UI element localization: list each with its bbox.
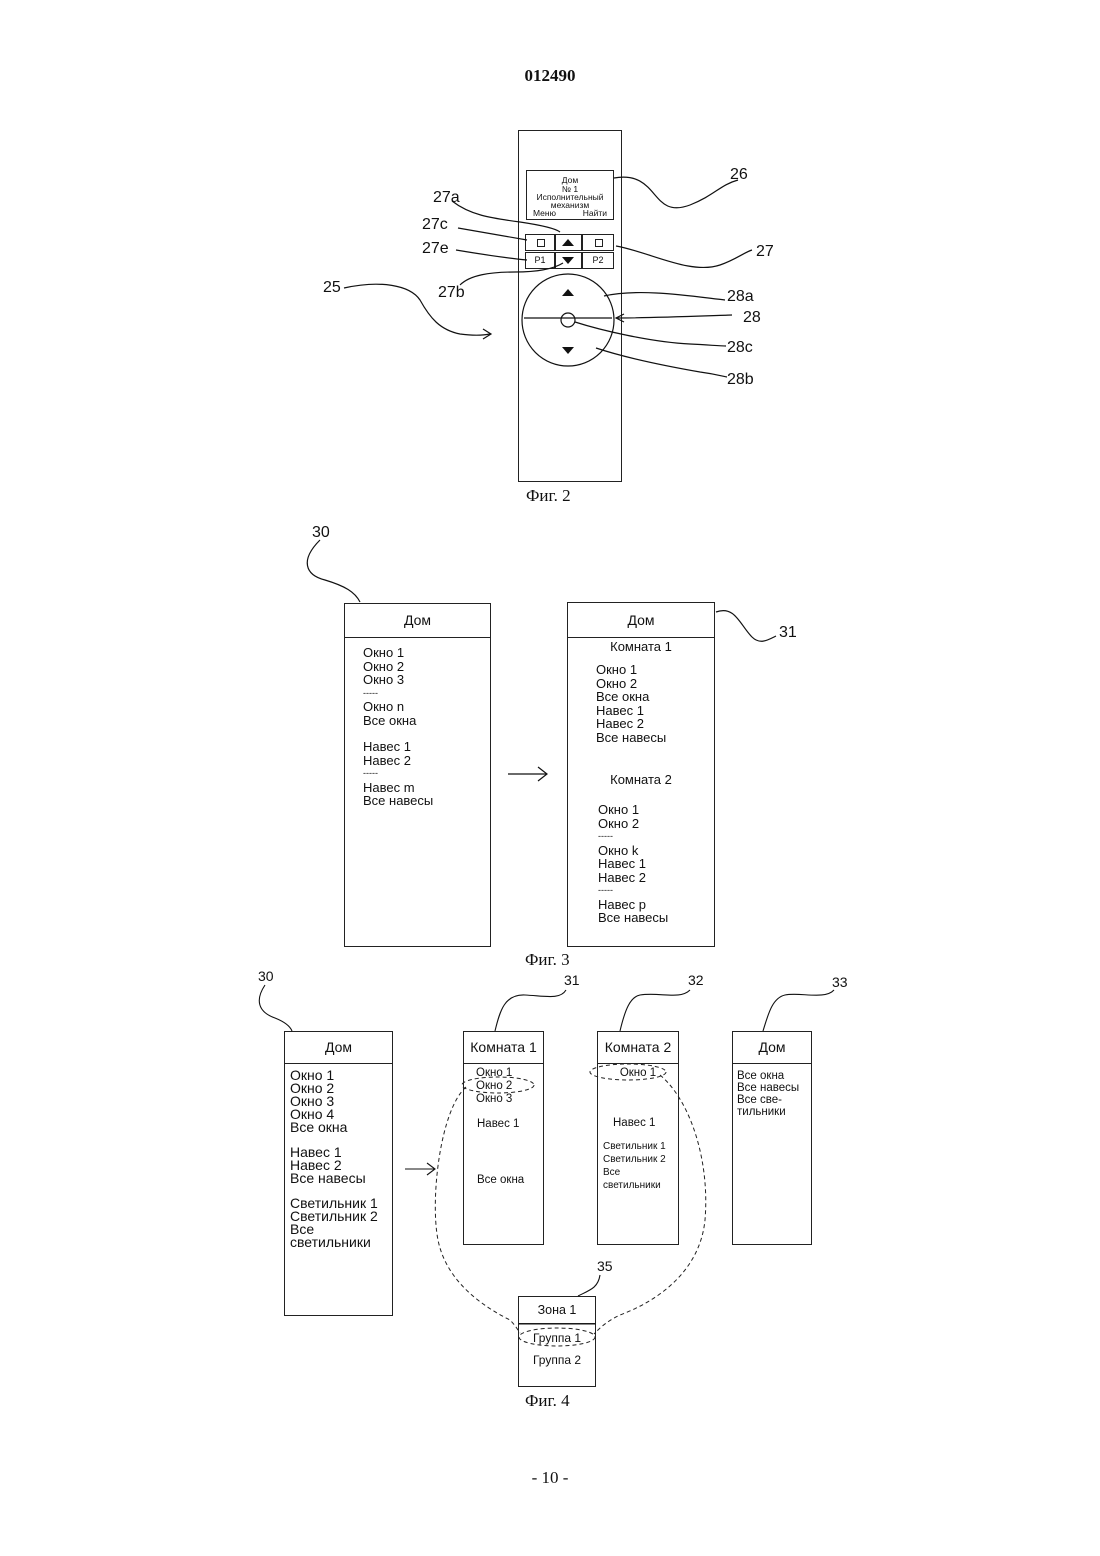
figure-4-caption: Фиг. 4 (525, 1391, 570, 1411)
page-number-footer: - 10 - (0, 1468, 1100, 1488)
